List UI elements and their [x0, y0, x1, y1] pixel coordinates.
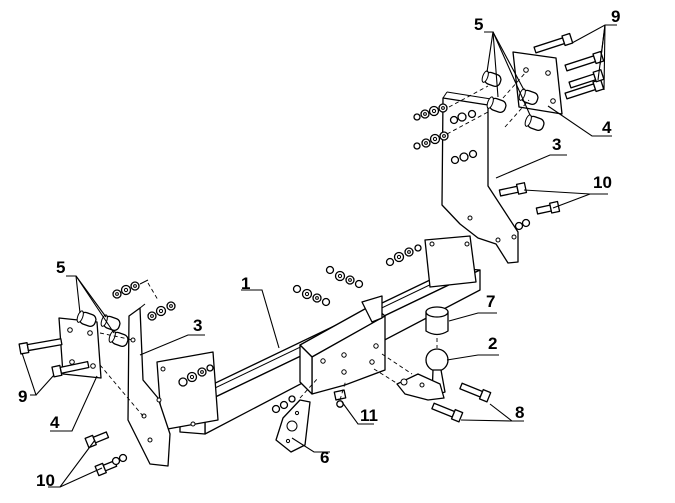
callout-7: 7: [486, 292, 495, 311]
callout-4-right: 4: [602, 118, 612, 137]
center-fastener-stack-b: [325, 265, 364, 289]
callout-10-left: 10: [36, 471, 55, 490]
callout-3-left: 3: [193, 316, 202, 335]
left-long-bolts: [18, 338, 90, 378]
tow-ball-bolts: [431, 382, 492, 423]
left-bolts-10: [84, 431, 128, 477]
center-fastener-stack-a: [292, 284, 331, 307]
callout-4-left: 4: [50, 413, 60, 432]
callout-8: 8: [515, 403, 524, 422]
right-fastener-stack-middle: [413, 131, 478, 165]
tow-ball-cover: [425, 306, 449, 336]
left-fastener-stack-upper: [112, 279, 149, 299]
socket-plate: [275, 399, 311, 453]
right-fastener-stack-upper: [413, 103, 477, 125]
callout-5-left: 5: [56, 258, 65, 277]
callout-1: 1: [241, 274, 250, 293]
callout-10-right: 10: [593, 173, 612, 192]
right-long-bolts: [533, 32, 605, 100]
leader-lines: [21, 24, 617, 488]
left-fastener-stack-lower: [178, 364, 214, 387]
callout-9-right: 9: [611, 7, 620, 26]
callout-5-right: 5: [474, 15, 483, 34]
callout-9-left: 9: [18, 387, 27, 406]
socket-fasteners: [271, 395, 296, 414]
hitch-receiver-bracket: [299, 295, 386, 395]
callout-3-right: 3: [552, 135, 561, 154]
callout-2: 2: [488, 334, 497, 353]
callout-6: 6: [320, 448, 329, 467]
tow-ball: [396, 348, 449, 401]
left-fastener-stack-middle: [147, 301, 176, 321]
center-fastener-stack-c: [385, 244, 422, 267]
callout-11: 11: [360, 406, 378, 425]
left-side-bracket: [127, 303, 171, 467]
left-mounting-plate: [58, 317, 102, 379]
